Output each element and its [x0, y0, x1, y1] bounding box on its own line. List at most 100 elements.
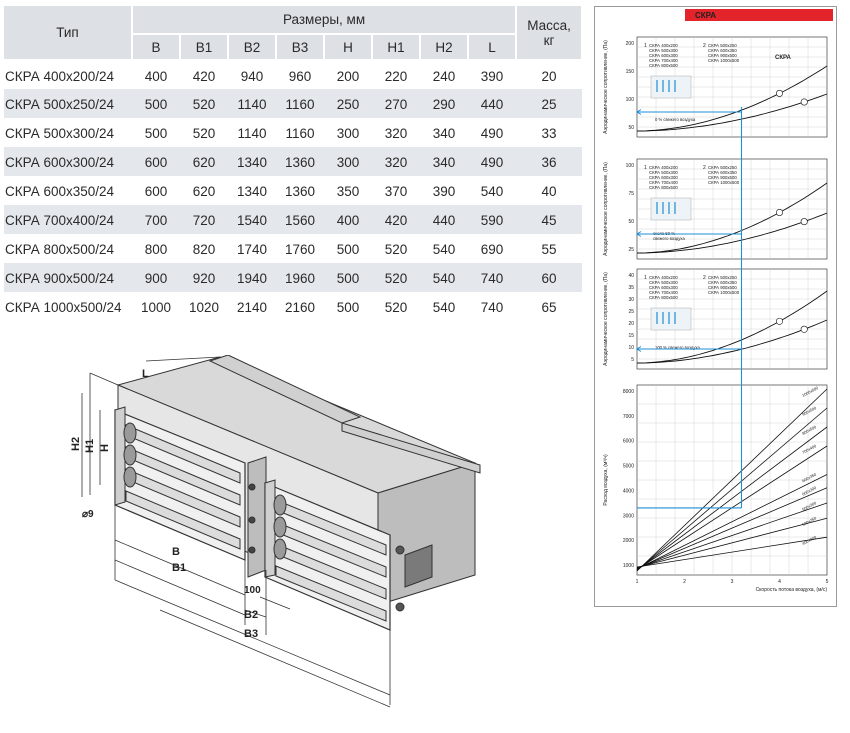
cell-h1: 370 — [384, 184, 408, 199]
y-tick-label: 3000 — [623, 513, 634, 519]
cell-b1: 620 — [192, 184, 216, 199]
cell-l: 440 — [468, 89, 517, 118]
cell-b2: 1340 — [228, 147, 276, 176]
cell-b3: 1960 — [276, 263, 324, 292]
cell-b: 600 — [144, 184, 168, 199]
y-tick-label: 8000 — [623, 389, 634, 395]
cell-mass: 25 — [516, 89, 583, 118]
x-tick-label: 3 — [731, 579, 734, 585]
cell-l: 490 — [480, 126, 504, 141]
dim-H: H — [99, 444, 111, 452]
legend-group2-item: СКРА 900x500 — [708, 53, 737, 58]
cell-l: 690 — [480, 242, 504, 257]
cell-h2: 540 — [420, 263, 468, 292]
cell-b1: 720 — [180, 205, 228, 234]
cell-mass: 20 — [541, 68, 557, 84]
col-header-b3: B3 — [276, 34, 325, 61]
guide-arrow — [636, 231, 642, 237]
legend-group2-item: СКРА 900x500 — [708, 285, 737, 290]
cell-b2: 2140 — [236, 300, 268, 315]
resistance-curve — [637, 319, 828, 364]
col-header-h: H — [324, 34, 373, 61]
ylabel-panel-3: Аэродинамическое сопротивление, (Па) — [603, 272, 609, 366]
legend-group2-item: СКРА 500x250 — [708, 43, 737, 48]
cell-b: 600 — [132, 147, 180, 176]
y-tick-label: 50 — [628, 219, 634, 225]
curve-marker — [800, 325, 808, 333]
airflow-illustration — [650, 197, 692, 221]
flow-line — [636, 517, 828, 568]
y-tick-label: 2000 — [623, 538, 634, 544]
col-header-b: B — [132, 34, 181, 61]
y-tick-label: 30 — [628, 297, 634, 303]
y-tick-label: 25 — [628, 309, 634, 315]
cell-l: 490 — [468, 147, 517, 176]
resistance-curve — [636, 65, 828, 132]
panel2-note-2: свежего воздуха — [653, 236, 685, 241]
cell-mass: 36 — [516, 147, 583, 176]
legend-group2-item: СКРА 500x250 — [708, 275, 737, 280]
legend-group2-item: СКРА 1000x500 — [708, 180, 740, 185]
cell-h: 250 — [324, 89, 372, 118]
left-blade-hinges — [123, 422, 137, 488]
legend-group2-item: СКРА 900x500 — [708, 175, 737, 180]
cell-b1: 920 — [180, 263, 228, 292]
curve-marker — [776, 317, 784, 325]
legend-group1-number: 1 — [644, 165, 647, 171]
cell-b: 500 — [144, 126, 168, 141]
legend-group1-item: СКРА 800x500 — [649, 295, 678, 300]
legend-group1-item: СКРА 500x300 — [649, 170, 678, 175]
cell-b1: 420 — [192, 68, 216, 84]
flow-series-label: 400x200 — [801, 534, 818, 546]
cell-h1: 420 — [372, 205, 420, 234]
cell-h: 350 — [336, 184, 360, 199]
cell-l: 740 — [468, 263, 517, 292]
y-tick-label: 6000 — [623, 439, 634, 445]
right-damper-blades — [275, 499, 387, 622]
cell-h1: 320 — [384, 126, 408, 141]
flow-series-label: 600x350 — [801, 471, 818, 483]
cell-type: СКРА 800x500/24 — [5, 242, 115, 257]
cell-h: 200 — [336, 68, 360, 84]
cell-b1: 1020 — [188, 300, 220, 315]
cell-h: 300 — [336, 126, 360, 141]
header-dimensions: Размеры, мм — [132, 6, 518, 35]
cell-type: СКРА 500x250/24 — [4, 89, 132, 118]
cell-l: 740 — [480, 300, 504, 315]
dim-H2: H2 — [70, 437, 82, 451]
cell-b: 400 — [144, 68, 168, 84]
airflow-arrows — [656, 312, 676, 324]
y-tick-label: 100 — [626, 97, 635, 103]
flow-series-label: 800x500 — [801, 424, 818, 436]
col-header-b2: B2 — [228, 34, 277, 61]
flow-line — [636, 407, 828, 571]
cell-b: 900 — [132, 263, 180, 292]
legend-group2-item: СКРА 600x350 — [708, 170, 737, 175]
col-header-l: L — [468, 34, 518, 61]
cell-h1: 520 — [384, 242, 408, 257]
cell-type: СКРА 600x300/24 — [4, 147, 132, 176]
cell-b2: 1540 — [228, 205, 276, 234]
legend-group2-item: СКРА 1000x500 — [708, 58, 740, 63]
cell-h: 500 — [336, 300, 360, 315]
cell-l: 540 — [480, 184, 504, 199]
ylabel-panel-2: Аэродинамическое сопротивление, (Па) — [603, 162, 609, 256]
cell-type: СКРА 600x350/24 — [5, 184, 115, 199]
cell-h2: 440 — [420, 205, 468, 234]
col-header-b1: B1 — [180, 34, 229, 61]
y-tick-label: 35 — [628, 285, 634, 291]
y-tick-label: 40 — [628, 273, 634, 279]
y-tick-label: 75 — [628, 191, 634, 197]
y-tick-label: 50 — [628, 125, 634, 131]
legend-group1-item: СКРА 700x400 — [649, 180, 678, 185]
legend-group1-item: СКРА 700x400 — [649, 58, 678, 63]
rear-flange — [208, 355, 362, 424]
y-tick-label: 20 — [628, 321, 634, 327]
y-tick-label: 15 — [628, 333, 634, 339]
flow-series-label: 900x500 — [801, 405, 818, 417]
cell-b3: 1760 — [284, 242, 316, 257]
